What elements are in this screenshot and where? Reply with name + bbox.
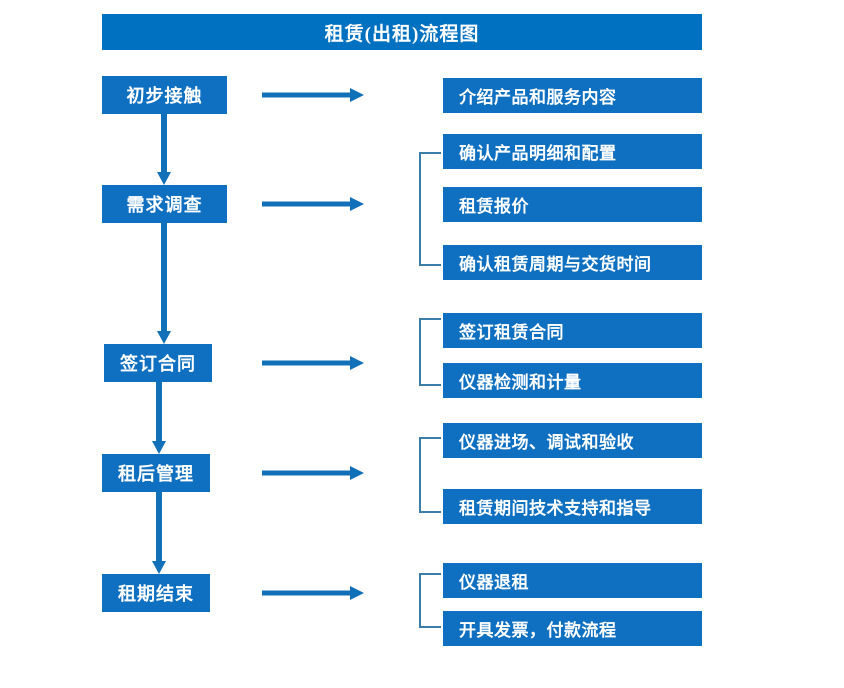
flow-arrow-right-3 [262,356,364,370]
flow-arrow-right-5 [262,586,364,600]
detail-box-1[interactable]: 介绍产品和服务内容 [443,78,702,113]
detail-box-8[interactable]: 租赁期间技术支持和指导 [443,489,702,524]
detail-box-10[interactable]: 开具发票，付款流程 [443,611,702,646]
detail-box-5[interactable]: 签订租赁合同 [443,313,702,348]
stage-box-5[interactable]: 租期结束 [102,574,210,612]
detail-box-2[interactable]: 确认产品明细和配置 [443,134,702,169]
flow-arrow-right-1 [262,88,364,102]
flow-arrow-right-4 [262,466,364,480]
group-bracket-3 [419,437,441,513]
group-bracket-4 [419,573,441,628]
stage-box-2[interactable]: 需求调查 [102,185,227,223]
group-bracket-2 [419,318,441,386]
page-title: 租赁(出租)流程图 [102,14,702,50]
flow-arrow-down-1 [157,114,171,185]
stage-box-3[interactable]: 签订合同 [104,344,212,382]
flow-arrow-down-2 [157,223,171,344]
group-bracket-1 [419,152,441,266]
stage-box-4[interactable]: 租后管理 [102,454,210,492]
flow-arrow-down-4 [152,492,166,574]
detail-box-6[interactable]: 仪器检测和计量 [443,363,702,398]
flow-arrow-right-2 [262,197,364,211]
flow-arrow-down-3 [152,382,166,454]
detail-box-4[interactable]: 确认租赁周期与交货时间 [443,245,702,280]
detail-box-3[interactable]: 租赁报价 [443,187,702,222]
stage-box-1[interactable]: 初步接触 [102,76,227,114]
detail-box-9[interactable]: 仪器退租 [443,563,702,598]
detail-box-7[interactable]: 仪器进场、调试和验收 [443,423,702,458]
